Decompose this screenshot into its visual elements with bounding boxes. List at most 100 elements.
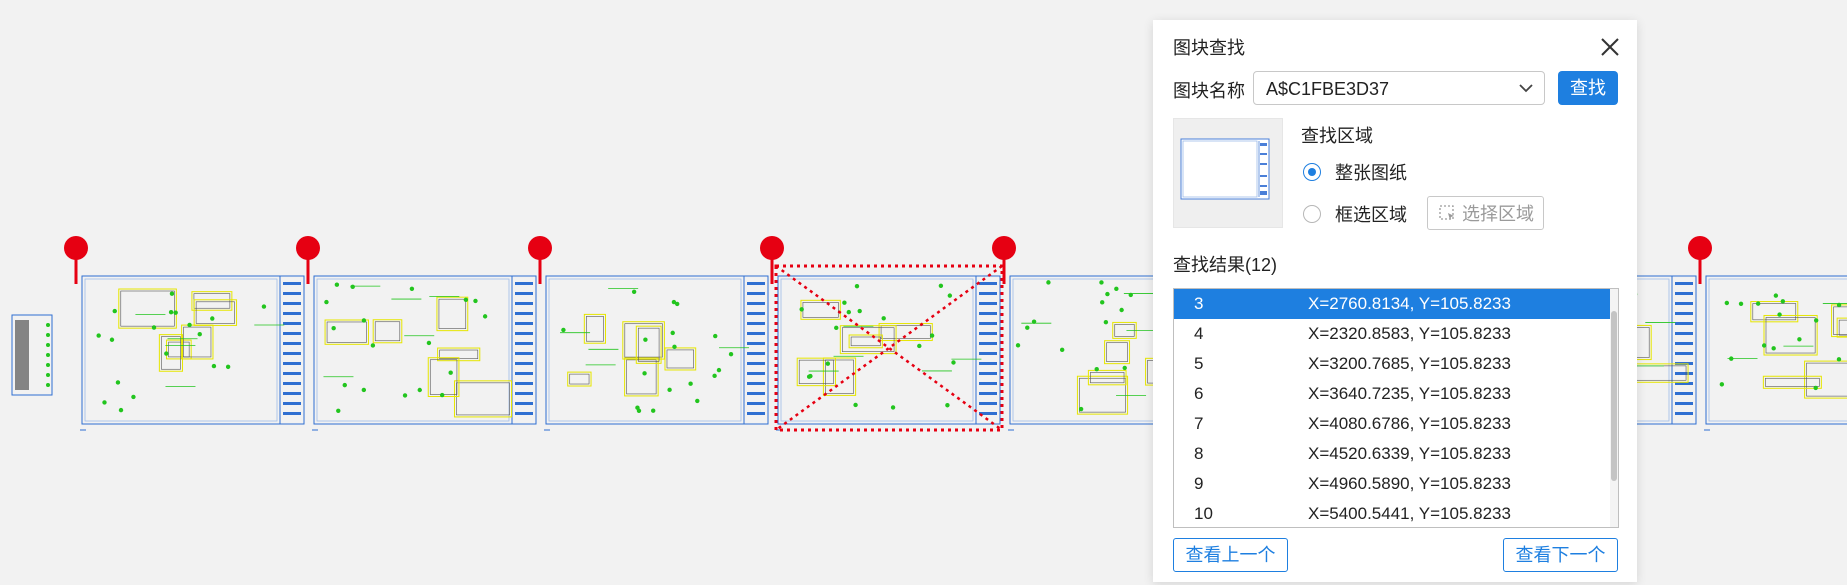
drawing-title-block-cell bbox=[283, 332, 301, 335]
drawing-title-block-cell bbox=[979, 282, 997, 285]
drawing-title-block-cell bbox=[283, 302, 301, 305]
results-scroll-thumb[interactable] bbox=[1611, 311, 1617, 481]
drawing-title-block-cell bbox=[747, 402, 765, 405]
drawing-annotation-dot bbox=[688, 381, 693, 386]
drawing-title-block-cell bbox=[1675, 332, 1693, 335]
drawing-annotation-dot bbox=[1738, 301, 1744, 306]
drawing-title-block-cell bbox=[515, 282, 533, 285]
block-name-select[interactable]: A$C1FBE3D37 bbox=[1253, 71, 1545, 105]
drawing-element bbox=[848, 334, 883, 349]
drawing-block bbox=[15, 320, 29, 390]
drawing-annotation-dot bbox=[834, 325, 839, 331]
drawing-title-block-cell bbox=[283, 392, 301, 395]
drawing-element bbox=[880, 325, 931, 339]
drawing-element bbox=[1804, 360, 1847, 399]
drawing-annotation-dot bbox=[716, 367, 722, 373]
drawing-annotation-dot bbox=[1114, 286, 1119, 292]
drawing-annotation-dot bbox=[409, 286, 415, 291]
drawing-title-block-cell bbox=[747, 392, 765, 395]
results-scrollbar[interactable] bbox=[1610, 289, 1618, 527]
drawing-title-block-cell bbox=[283, 352, 301, 355]
drawing-title-block-cell bbox=[515, 322, 533, 325]
map-pin-icon bbox=[992, 236, 1016, 260]
radio-box-area-indicator[interactable] bbox=[1303, 205, 1321, 223]
drawing-annotation-dot bbox=[173, 310, 178, 315]
drawing-element bbox=[1831, 304, 1847, 338]
drawing-title-block-cell bbox=[283, 372, 301, 375]
drawing-element bbox=[635, 325, 662, 364]
drawing-annotation-dot bbox=[109, 337, 115, 342]
drawing-annotation-dot bbox=[842, 300, 847, 305]
drawing-title-block-cell bbox=[283, 362, 301, 365]
drawing-title-block-cell bbox=[1675, 412, 1693, 415]
radio-box-area[interactable]: 框选区域 bbox=[1303, 202, 1407, 226]
drawing-element bbox=[626, 359, 657, 395]
drawing-element bbox=[438, 298, 467, 329]
drawing-annotation-dot bbox=[1724, 300, 1730, 306]
drawing-annotation-dot bbox=[671, 299, 677, 305]
drawing-annotation-dot bbox=[951, 360, 956, 365]
result-coordinates: X=3640.7235, Y=105.8233 bbox=[1308, 384, 1511, 403]
drawing-title-block-cell bbox=[979, 322, 997, 325]
drawing-element bbox=[1750, 301, 1799, 323]
drawing-annotation-dot bbox=[197, 332, 202, 337]
drawing-annotation-dot bbox=[324, 299, 329, 305]
result-coordinates: X=4520.6339, Y=105.8233 bbox=[1308, 444, 1511, 463]
radio-whole-drawing-indicator[interactable] bbox=[1303, 163, 1321, 181]
drawing-sheet-inner bbox=[1708, 278, 1847, 422]
drawing-element bbox=[1104, 340, 1131, 365]
radio-whole-drawing[interactable]: 整张图纸 bbox=[1303, 160, 1407, 184]
drawing-element bbox=[429, 359, 458, 395]
drawing-annotation-dot bbox=[1059, 347, 1065, 353]
drawing-annotation-dot bbox=[96, 333, 101, 338]
drawing-annotation-dot bbox=[1773, 293, 1779, 298]
close-button[interactable] bbox=[1593, 30, 1627, 64]
drawing-sheet-frame bbox=[777, 275, 1001, 425]
drawing-title-block-cell bbox=[1675, 322, 1693, 325]
block-preview-image bbox=[1180, 138, 1270, 200]
drawing-annotation-dot bbox=[1046, 280, 1051, 285]
drawing-title-block-cell bbox=[747, 372, 765, 375]
drawing-element bbox=[569, 373, 590, 385]
select-area-button[interactable]: 选择区域 bbox=[1427, 196, 1544, 230]
drawing-title-block-cell bbox=[515, 302, 533, 305]
view-previous-button[interactable]: 查看上一个 bbox=[1173, 538, 1288, 572]
drawing-sheet-inner bbox=[316, 278, 510, 422]
view-next-button[interactable]: 查看下一个 bbox=[1503, 538, 1618, 572]
highlight-box bbox=[774, 264, 1004, 432]
drawing-element bbox=[842, 327, 895, 352]
drawing-element bbox=[120, 290, 175, 327]
drawing-annotation-dot bbox=[1105, 291, 1110, 297]
drawing-annotation-dot bbox=[1078, 406, 1084, 412]
drawing-annotation-dot bbox=[102, 400, 107, 405]
drawing-annotation-dot bbox=[631, 289, 637, 295]
drawing-element bbox=[822, 357, 857, 396]
drawing-dot bbox=[46, 343, 50, 347]
result-index: 10 bbox=[1194, 504, 1213, 523]
drawing-annotation-dot bbox=[799, 307, 804, 312]
find-button[interactable]: 查找 bbox=[1558, 71, 1618, 105]
drawing-annotation-dot bbox=[643, 337, 648, 342]
drawing-element bbox=[1806, 362, 1847, 397]
drawing-element bbox=[850, 336, 881, 347]
result-coordinates: X=4080.6786, Y=105.8233 bbox=[1308, 414, 1511, 433]
drawing-element bbox=[567, 371, 592, 387]
drawing-annotation-dot bbox=[164, 351, 169, 356]
drawing-annotation-dot bbox=[118, 407, 124, 413]
drawing-element bbox=[1836, 317, 1847, 338]
drawing-annotation-dot bbox=[361, 318, 367, 323]
radio-whole-drawing-label: 整张图纸 bbox=[1335, 163, 1407, 183]
drawing-element bbox=[183, 326, 212, 358]
drawing-annotation-dot bbox=[825, 361, 831, 366]
drawing-title-block-cell bbox=[747, 412, 765, 415]
drawing-element bbox=[586, 316, 604, 342]
